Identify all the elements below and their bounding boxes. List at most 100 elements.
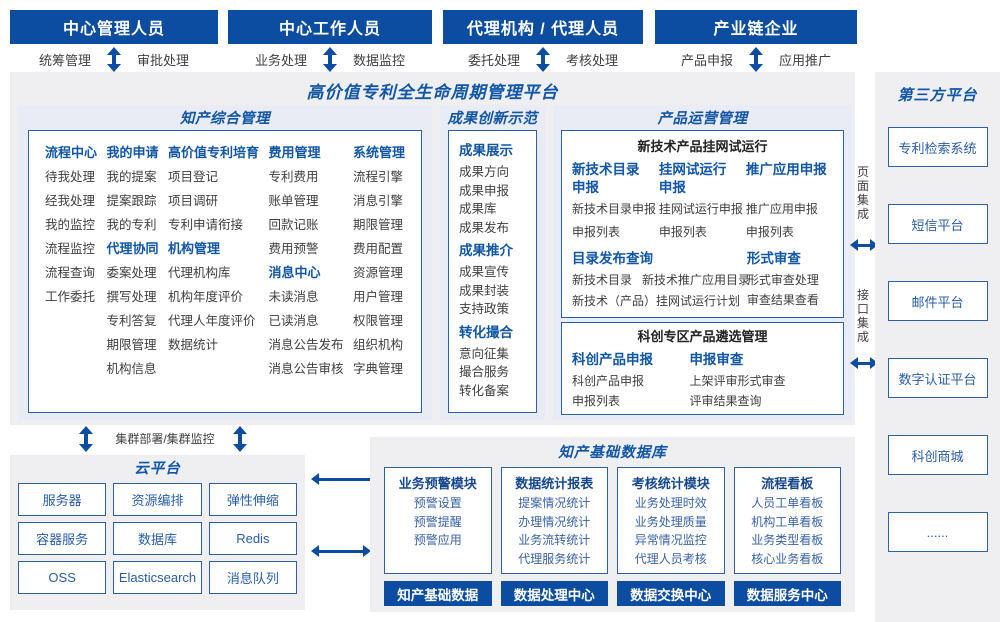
menu-group-title: 系统管理 bbox=[352, 145, 405, 160]
ip-basic-database-title: 知产基础数据库 bbox=[558, 445, 667, 461]
menu-item: 期限管理 bbox=[352, 218, 403, 232]
arrowhead bbox=[363, 545, 371, 557]
sub-box-title: 新技术产品挂网试运行 bbox=[637, 139, 768, 154]
new-tech-columns: 新技术目录 申报 新技术目录申报申报列表 挂网试运行 申报 挂网试运行申报申报列… bbox=[572, 161, 833, 244]
menu-item: 申报列表 bbox=[745, 225, 794, 239]
menu-group-items: 形式审查处理审查结果查看 bbox=[747, 270, 833, 310]
module-items: 提案情况统计办理情况统计业务流转统计代理服务统计 bbox=[502, 494, 608, 568]
menu-item: 成果宣传 bbox=[459, 265, 510, 279]
menu-group-items: 委案处理撰写处理专利答复期限管理机构信息 bbox=[106, 261, 158, 381]
menu-item: 形式审查处理 bbox=[746, 273, 819, 287]
menu-item: 费用预警 bbox=[268, 242, 319, 256]
module-box: 考核统计模块 业务处理时效业务处理质量异常情况监控代理人员考核 bbox=[617, 467, 725, 574]
module-item: 预警应用 bbox=[413, 533, 462, 547]
menu-item: 机构信息 bbox=[106, 362, 157, 376]
menu-group-items: 项目登记项目调研专利申请衔接 bbox=[168, 165, 259, 237]
horizontal-double-arrow-icon bbox=[850, 356, 878, 370]
vertical-double-arrow-icon bbox=[749, 46, 763, 72]
arrowhead bbox=[536, 46, 550, 55]
role-function-label: 考核处理 bbox=[566, 52, 619, 68]
menu-group-title: 消息中心 bbox=[268, 265, 321, 280]
menu-item: 申报列表 bbox=[572, 225, 621, 239]
module-item: 核心业务看板 bbox=[751, 551, 824, 566]
menu-item: 撰写处理 bbox=[106, 290, 157, 304]
menu-item: 提案跟踪 bbox=[106, 194, 157, 208]
arrowhead bbox=[850, 239, 858, 251]
horizontal-double-arrow-icon bbox=[311, 544, 371, 558]
menu-item: 回款记账 bbox=[268, 218, 319, 232]
role-bar-center-managers: 中心管理人员 bbox=[10, 10, 218, 44]
module-item: 预警设置 bbox=[413, 496, 462, 510]
sci-innovation-selection-box: 科创专区产品遴选管理 科创产品申报 科创产品申报申报列表 申报审查 上架评审形式… bbox=[561, 322, 844, 415]
vertical-double-arrow-icon bbox=[233, 426, 247, 452]
menu-item: 成果发布 bbox=[459, 220, 510, 235]
arrowhead bbox=[233, 426, 247, 434]
vertical-double-arrow-icon bbox=[536, 46, 550, 72]
vertical-double-arrow-icon bbox=[323, 46, 337, 72]
module-items: 业务处理时效业务处理质量异常情况监控代理人员考核 bbox=[618, 494, 724, 568]
module-item: 代理人员考核 bbox=[634, 551, 707, 566]
platform-title: 高价值专利全生命周期管理平台 bbox=[306, 83, 559, 102]
cloud-service-box: 数据库 bbox=[113, 522, 202, 555]
ip-basic-database-panel: 知产基础数据库 业务预警模块 预警设置预警提醒预警应用 知产基础数据 数据统计报… bbox=[370, 437, 855, 612]
menu-group-title: 成果推介 bbox=[459, 243, 513, 258]
menu-item: 支持政策 bbox=[459, 302, 510, 316]
menu-item: 我的专利 bbox=[106, 218, 157, 232]
menu-item: 待我处理 bbox=[45, 170, 96, 184]
menu-item: 项目登记 bbox=[167, 170, 218, 184]
menu-item: 流程监控 bbox=[45, 242, 96, 256]
role-function-label: 业务处理 bbox=[254, 52, 307, 68]
cloud-service-box: OSS bbox=[18, 561, 107, 594]
section-product-operation: 产品运营管理 新技术产品挂网试运行 新技术目录 申报 新技术目录申报申报列表 挂… bbox=[553, 105, 852, 420]
role-bar-industry-chain-enterprises: 产业链企业 bbox=[655, 10, 857, 44]
arrow-shaft bbox=[754, 54, 758, 64]
module-box: 数据统计报表 提案情况统计办理情况统计业务流转统计代理服务统计 bbox=[500, 467, 608, 574]
menu-item: 意向征集 bbox=[459, 346, 510, 361]
section-achievement-innovation: 成果创新示范 成果展示 成果方向成果申报成果库成果发布 成果推介 成果宣传成果封… bbox=[440, 105, 545, 420]
arrowhead bbox=[323, 63, 337, 72]
arrow-shaft bbox=[858, 361, 870, 365]
role-function-label: 统筹管理 bbox=[38, 52, 91, 68]
menu-item: 消息引擎 bbox=[352, 194, 403, 208]
menu-group-items: 未读消息已读消息消息公告发布消息公告审核 bbox=[268, 285, 343, 381]
role-bar-center-staff: 中心工作人员 bbox=[228, 10, 432, 44]
menu-group-title: 推广应用申报 bbox=[746, 161, 833, 198]
cloud-service-box: 资源编排 bbox=[113, 483, 202, 516]
api-integration-label: 接口集成 bbox=[856, 288, 869, 344]
menu-group-items: 推广应用申报申报列表 bbox=[746, 198, 833, 244]
role-function-label: 委托处理 bbox=[467, 52, 520, 68]
menu-item: 资源管理 bbox=[352, 266, 403, 280]
third-party-system-box: 科创商城 bbox=[887, 435, 988, 475]
menu-item: 用户管理 bbox=[352, 290, 403, 304]
module-item: 业务处理质量 bbox=[634, 514, 707, 529]
module-box: 业务预警模块 预警设置预警提醒预警应用 bbox=[384, 467, 492, 574]
menu-item: 新技术目录申报 bbox=[572, 202, 657, 216]
cluster-deploy-monitor-label: 集群部署/集群监控 bbox=[115, 432, 215, 446]
menu-item: 专利申请衔接 bbox=[167, 218, 243, 232]
arrow-shaft bbox=[319, 549, 363, 553]
cloud-service-box: 消息队列 bbox=[208, 561, 297, 594]
menu-group-title: 新技术目录 申报 bbox=[572, 161, 659, 198]
menu-item: 账单管理 bbox=[268, 194, 319, 208]
menu-item: 代理人年度评价 bbox=[167, 314, 256, 328]
cloud-service-box: 容器服务 bbox=[18, 522, 107, 555]
arrowhead bbox=[79, 444, 93, 452]
role-functions-center-managers: 统筹管理 审批处理 bbox=[10, 46, 218, 72]
menu-item: 工作委托 bbox=[45, 290, 96, 304]
menu-item: 挂网试运行申报 bbox=[658, 202, 743, 216]
menu-item: 专利答复 bbox=[106, 314, 157, 328]
platform-panel: 高价值专利全生命周期管理平台 知产综合管理 流程中心 待我处理经我处理我的监控流… bbox=[10, 72, 855, 425]
data-center-bar: 知产基础数据 bbox=[384, 581, 492, 606]
menu-group-title: 我的申请 bbox=[106, 145, 159, 160]
menu-group-title: 代理协同 bbox=[106, 241, 159, 256]
menu-group-title: 流程中心 bbox=[45, 145, 98, 160]
horizontal-double-arrow-icon bbox=[850, 238, 878, 252]
cloud-service-box: 弹性伸缩 bbox=[208, 483, 297, 516]
menu-group-title: 挂网试运行 申报 bbox=[659, 161, 746, 198]
arrow-shaft bbox=[238, 434, 242, 444]
title-line: 推广应用申报 bbox=[745, 162, 827, 177]
module-item: 业务流转统计 bbox=[518, 533, 591, 547]
selection-columns: 科创产品申报 科创产品申报申报列表 申报审查 上架评审形式审查评审结果查询 bbox=[572, 349, 833, 411]
